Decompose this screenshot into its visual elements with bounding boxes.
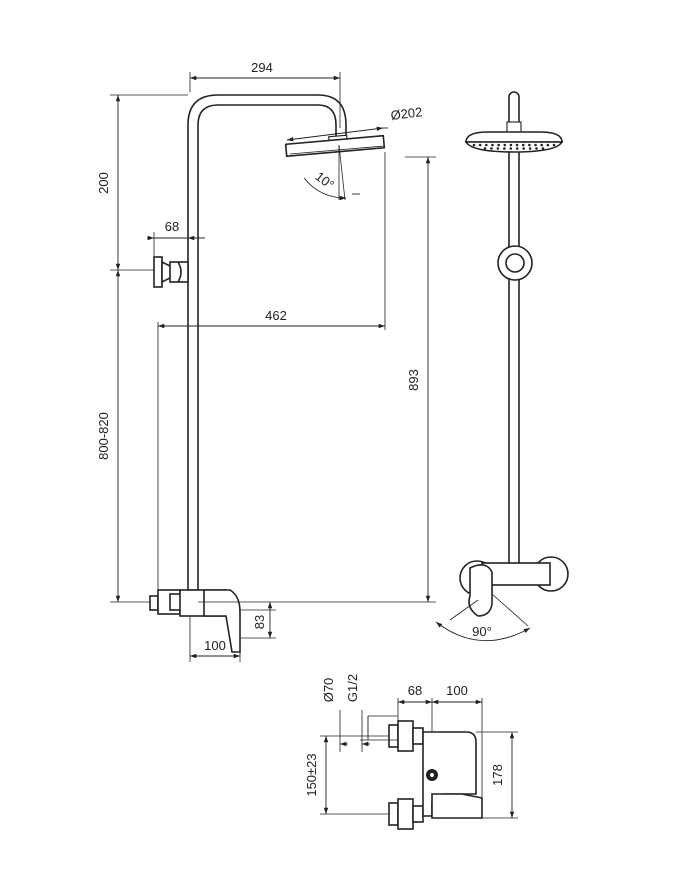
dim-800-820-label: 800-820 (96, 412, 111, 460)
dim-294-label: 294 (251, 60, 273, 75)
nozzle-dot (485, 143, 488, 147)
nozzle-dot (535, 147, 538, 150)
angle-90-label: 90° (472, 624, 492, 639)
dim-462-label: 462 (265, 308, 287, 323)
front-view: 90° (435, 91, 569, 642)
wall-bracket-front (497, 245, 533, 281)
nozzle-dot (496, 147, 500, 150)
riser-pipe-front (508, 91, 520, 579)
dim-68-side-label: 68 (165, 219, 179, 234)
nozzle-dot (503, 147, 506, 150)
dim-100-side-label: 100 (204, 638, 226, 653)
nozzle-dot (483, 147, 487, 150)
nozzle-dot (478, 143, 482, 147)
nozzle-dot (491, 143, 494, 147)
upper-inlet (388, 720, 424, 752)
dim-200-label: 200 (96, 172, 111, 194)
nozzle-dot (541, 147, 545, 150)
nozzle-dot (534, 143, 537, 147)
wall-bracket-side (153, 256, 189, 288)
nozzle-dot (472, 143, 476, 147)
shower-head-front (464, 121, 564, 153)
nozzle-dot (546, 143, 550, 147)
nozzle-dot (509, 143, 513, 147)
dim-893-label: 893 (406, 369, 421, 391)
dim-150-label: 150±23 (304, 753, 319, 796)
nozzle-dot (503, 143, 507, 147)
lower-inlet (388, 798, 424, 830)
nozzle-dot (540, 143, 543, 147)
mixer-front (459, 556, 569, 617)
dim-100-bottom-label: 100 (446, 683, 468, 698)
nozzle-dot (497, 143, 500, 147)
nozzle-dot (528, 147, 532, 150)
dim-178-label: 178 (490, 764, 505, 786)
nozzle-dot (528, 143, 531, 147)
dim-83-label: 83 (252, 615, 267, 629)
nozzle-dot (515, 147, 519, 150)
nozzle-dot (515, 143, 519, 147)
dim-68-bottom-label: 68 (408, 683, 422, 698)
nozzle-dot (509, 147, 513, 150)
dim-g12-label: G1/2 (345, 674, 360, 702)
dim-202-label: Ø202 (390, 104, 423, 123)
side-view: 294 Ø202 10° 200 68 462 893 (96, 60, 436, 662)
lever-top (431, 793, 483, 819)
nozzle-dot (522, 147, 525, 150)
mixer-valve-side (149, 589, 241, 653)
wall-connection-view: Ø70 G1/2 68 100 150±23 178 (304, 674, 518, 830)
nozzle-dot (490, 147, 493, 150)
dim-70-label: Ø70 (321, 678, 336, 703)
nozzle-dot (552, 143, 556, 147)
nozzle-dot (521, 143, 525, 147)
